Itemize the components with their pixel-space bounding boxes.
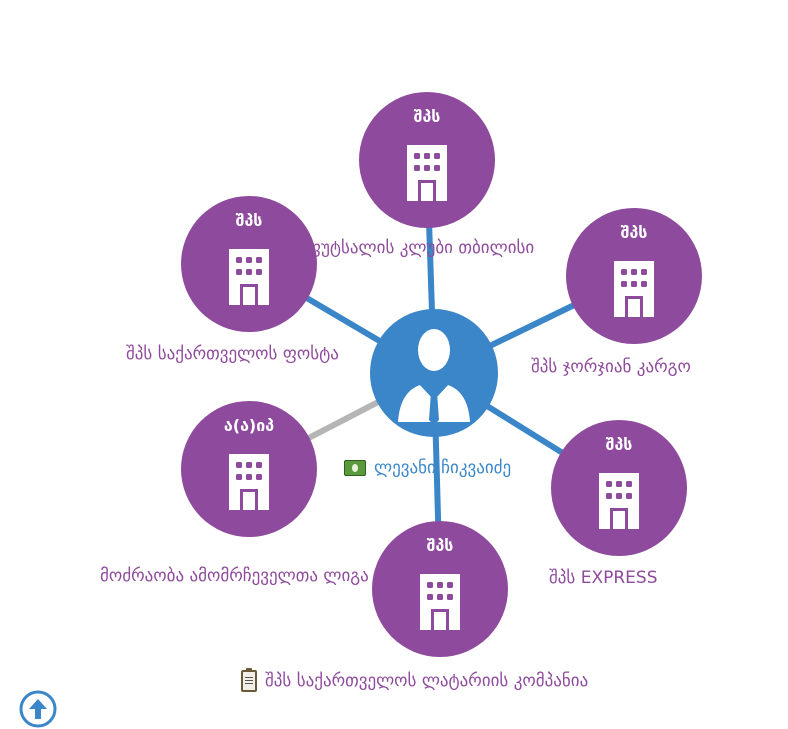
- building-icon: [614, 261, 654, 317]
- org-type-badge: შპს: [414, 107, 441, 126]
- building-icon: [407, 145, 447, 201]
- person-name-text: ლევანი ჩიკვაიძე: [374, 458, 512, 478]
- org-node-3[interactable]: შპს: [551, 420, 687, 556]
- org-label-4[interactable]: შპს საქართველოს ლატარიის კომპანია: [241, 668, 589, 692]
- arrow-up-circle-icon: [19, 690, 57, 728]
- nodes-layer: შპს შპს შპს შპს ა(ა)იპ შპს: [181, 92, 702, 657]
- org-label-5[interactable]: მოძრაობა ამომრჩეველთა ლიგა: [100, 566, 369, 586]
- money-icon: [344, 460, 366, 476]
- person-node[interactable]: [370, 309, 498, 437]
- person-name-label[interactable]: ლევანი ჩიკვაიძე: [344, 458, 511, 478]
- org-label-text: შპს ჯორჯიან კარგო: [531, 357, 691, 377]
- org-label-text: შპს საქართველოს ფოსტა: [126, 344, 339, 364]
- org-label-text: ფუტსალის კლუბი თბილისი: [307, 238, 535, 258]
- org-label-text: შპს საქართველოს ლატარიის კომპანია: [265, 671, 589, 691]
- person-icon: [398, 329, 470, 425]
- org-node-4[interactable]: შპს: [372, 521, 508, 657]
- building-icon: [229, 454, 269, 510]
- building-icon: [229, 249, 269, 305]
- clipboard-icon: [241, 668, 257, 692]
- org-node-6[interactable]: შპს: [181, 196, 317, 332]
- org-node-2[interactable]: შპს: [566, 208, 702, 344]
- building-icon: [599, 473, 639, 529]
- org-type-badge: შპს: [621, 223, 648, 242]
- org-label-1[interactable]: ფუტსალის კლუბი თბილისი: [307, 238, 534, 258]
- org-label-3[interactable]: შპს EXPRESS: [549, 568, 658, 588]
- org-type-badge: შპს: [606, 435, 633, 454]
- scroll-to-top-button[interactable]: [18, 689, 58, 729]
- org-label-6[interactable]: შპს საქართველოს ფოსტა: [126, 344, 339, 364]
- org-type-badge: ა(ა)იპ: [224, 416, 274, 435]
- org-type-badge: შპს: [236, 211, 263, 230]
- org-node-5[interactable]: ა(ა)იპ: [181, 401, 317, 537]
- org-type-badge: შპს: [427, 536, 454, 555]
- org-label-2[interactable]: შპს ჯორჯიან კარგო: [531, 357, 691, 377]
- org-label-text: შპს EXPRESS: [549, 568, 658, 588]
- org-label-text: მოძრაობა ამომრჩეველთა ლიგა: [100, 566, 369, 586]
- org-node-1[interactable]: შპს: [359, 92, 495, 228]
- building-icon: [420, 574, 460, 630]
